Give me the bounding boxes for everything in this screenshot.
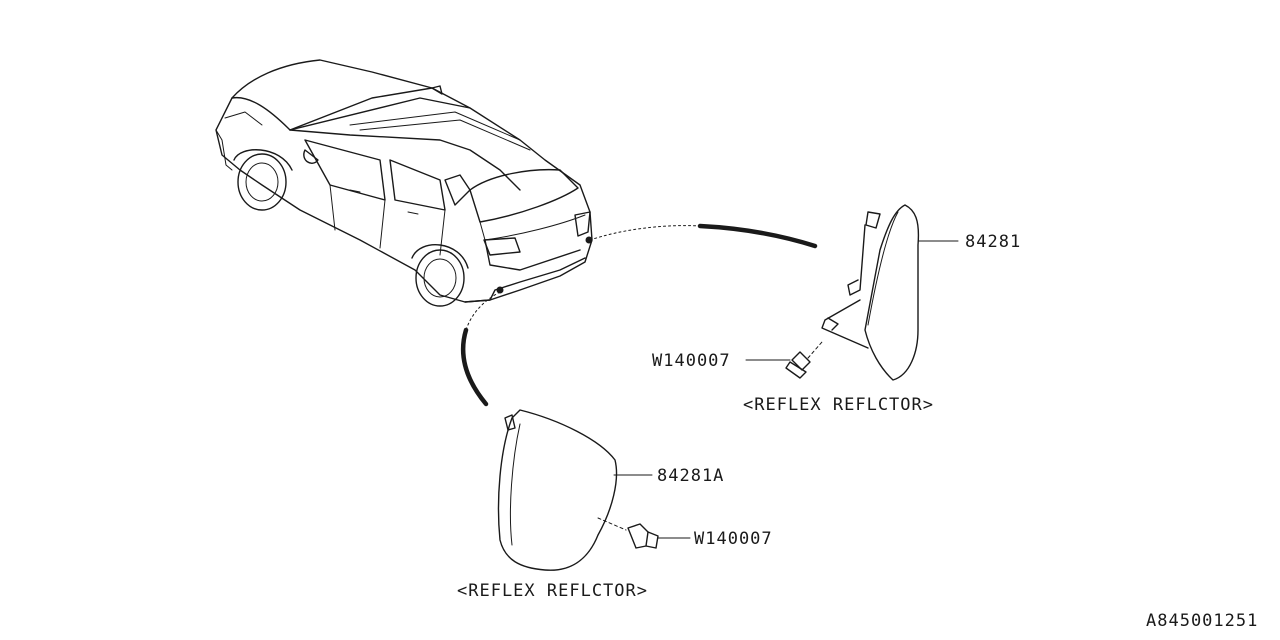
reflector-left — [497, 409, 659, 571]
part-number-84281a: 84281A — [657, 466, 724, 486]
fastener-label-right: W140007 — [652, 351, 731, 371]
vehicle-illustration — [215, 59, 593, 307]
caption-reflex-left: <REFLEX REFLCTOR> — [457, 581, 648, 601]
leader-lines — [460, 223, 818, 407]
reflector-right — [785, 204, 920, 381]
part-number-84281: 84281 — [965, 232, 1021, 252]
fastener-label-left: W140007 — [694, 529, 773, 549]
diagram-id: A845001251 — [1146, 611, 1258, 631]
caption-reflex-right: <REFLEX REFLCTOR> — [743, 395, 934, 415]
